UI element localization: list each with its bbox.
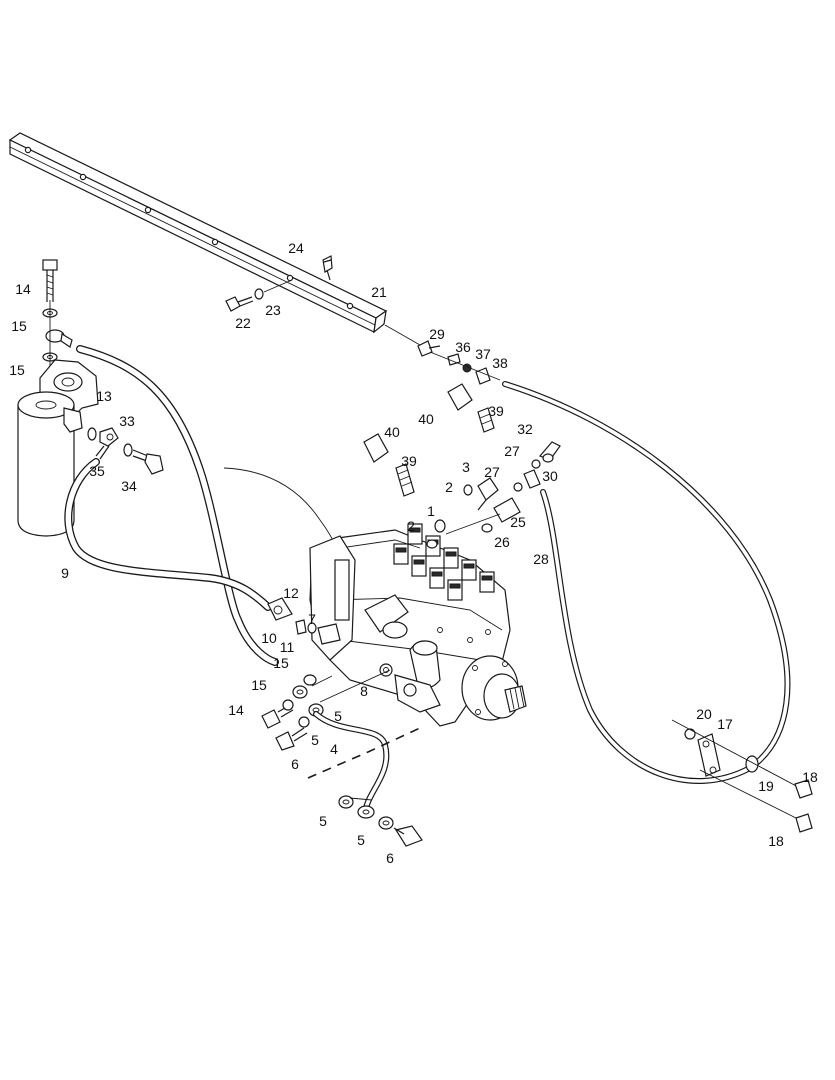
lower-fittings <box>261 597 423 847</box>
callout-l14a: 14 <box>15 281 31 297</box>
callout-l30: 30 <box>542 468 558 484</box>
callout-l37: 37 <box>475 346 491 362</box>
callout-l18b: 18 <box>768 833 784 849</box>
callout-l32: 32 <box>517 421 533 437</box>
callout-l3: 3 <box>462 459 470 475</box>
callout-l21: 21 <box>371 284 387 300</box>
callout-l9: 9 <box>61 565 69 581</box>
callout-l22: 22 <box>235 315 251 331</box>
callout-l7: 7 <box>308 611 316 627</box>
callout-l34: 34 <box>121 478 137 494</box>
callout-l39b: 39 <box>401 453 417 469</box>
callout-l11: 11 <box>280 639 295 655</box>
callout-l2a: 2 <box>445 479 453 495</box>
callout-l25: 25 <box>510 514 526 530</box>
callout-l23: 23 <box>265 302 281 318</box>
callout-l18a: 18 <box>802 769 818 785</box>
callout-l10: 10 <box>261 630 277 646</box>
callout-l29: 29 <box>429 326 445 342</box>
callout-l38: 38 <box>492 355 508 371</box>
mounting-rail <box>8 132 388 334</box>
callout-l4: 4 <box>330 741 338 757</box>
callout-l12: 12 <box>283 585 299 601</box>
callout-l27b: 27 <box>484 464 500 480</box>
return-fittings <box>363 324 501 497</box>
callout-l35: 35 <box>89 463 105 479</box>
callout-l2b: 2 <box>407 518 415 534</box>
callout-l27a: 27 <box>504 443 520 459</box>
callout-l19: 19 <box>758 778 774 794</box>
callout-l33: 33 <box>119 413 135 429</box>
overflow-valve-fittings <box>426 441 561 549</box>
callout-l40b: 40 <box>384 424 400 440</box>
callout-l8: 8 <box>360 683 368 699</box>
callout-l15d: 15 <box>251 677 267 693</box>
callout-l39a: 39 <box>488 403 504 419</box>
rail-fasteners <box>225 255 333 312</box>
callout-l15c: 15 <box>273 655 289 671</box>
callout-l14b: 14 <box>228 702 244 718</box>
callout-l5d: 5 <box>357 832 365 848</box>
callout-l40a: 40 <box>418 411 434 427</box>
callout-l24: 24 <box>288 240 304 256</box>
injection-pump <box>309 523 527 727</box>
callout-l13: 13 <box>96 388 112 404</box>
callout-l20: 20 <box>696 706 712 722</box>
callout-l5b: 5 <box>311 732 319 748</box>
callout-l5c: 5 <box>319 813 327 829</box>
callout-l28: 28 <box>533 551 549 567</box>
callout-l15b: 15 <box>9 362 25 378</box>
callout-l36: 36 <box>455 339 471 355</box>
hose-clip <box>671 719 813 833</box>
fuel-filter <box>17 259 164 537</box>
callout-l6a: 6 <box>291 756 299 772</box>
callout-l15a: 15 <box>11 318 27 334</box>
callout-l1: 1 <box>427 503 435 519</box>
callout-l26: 26 <box>494 534 510 550</box>
callout-l5a: 5 <box>334 708 342 724</box>
callout-l6b: 6 <box>386 850 394 866</box>
callout-l17: 17 <box>717 716 733 732</box>
